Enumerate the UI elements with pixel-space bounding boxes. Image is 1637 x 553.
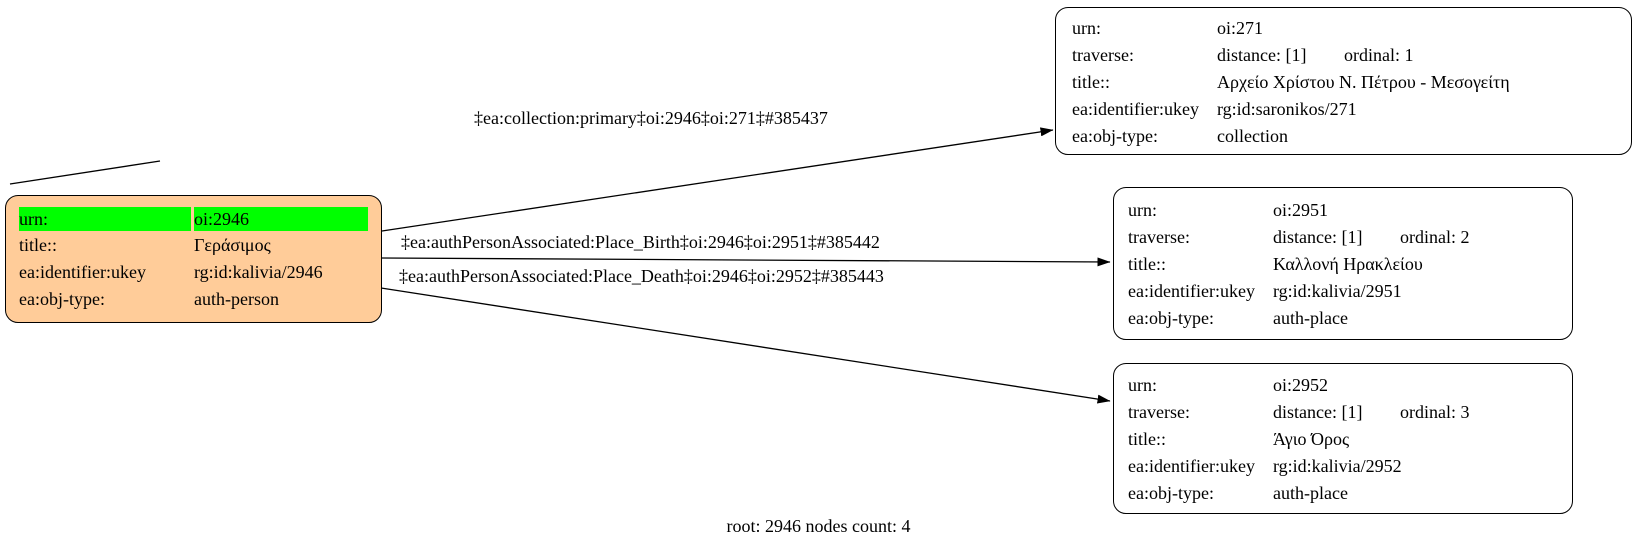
edge-collection-primary xyxy=(381,127,1054,232)
node-root-oi2946: urn: oi:2946 title:: Γεράσιμος ea:identi… xyxy=(5,195,382,323)
row-key: title:: xyxy=(1072,72,1110,92)
traverse-distance: distance: [1] xyxy=(1273,227,1363,247)
row-key: urn: xyxy=(1128,200,1157,220)
row-value: oi:2952 xyxy=(1273,375,1329,395)
node-row-traverse: traverse: distance: [1] ordinal: 2 xyxy=(1128,224,1558,251)
node-row-identifier: ea:identifier:ukey rg:id:kalivia/2946 xyxy=(19,259,368,286)
node-row-identifier: ea:identifier:ukey rg:id:saronikos/271 xyxy=(1072,96,1615,123)
edge-label-place-birth: ‡ea:authPersonAssociated:Place_Birth‡oi:… xyxy=(401,232,880,252)
node-oi2952: urn: oi:2952 traverse: distance: [1] ordi… xyxy=(1113,363,1573,514)
row-key: title:: xyxy=(1128,429,1166,449)
node-row-identifier: ea:identifier:ukey rg:id:kalivia/2952 xyxy=(1128,453,1558,480)
row-value: rg:id:kalivia/2952 xyxy=(1273,456,1402,476)
row-value: Γεράσιμος xyxy=(194,235,271,255)
row-value: oi:2946 xyxy=(194,206,368,231)
row-key: ea:obj-type: xyxy=(1128,483,1214,503)
node-row-title: title:: Γεράσιμος xyxy=(19,232,368,259)
node-row-urn: urn: oi:2946 xyxy=(19,205,368,232)
row-key: urn: xyxy=(1128,375,1157,395)
row-value: rg:id:saronikos/271 xyxy=(1217,99,1357,119)
row-value: rg:id:kalivia/2951 xyxy=(1273,281,1402,301)
node-row-objtype: ea:obj-type: collection xyxy=(1072,123,1615,150)
row-value: distance: [1] ordinal: 2 xyxy=(1273,224,1558,251)
node-row-traverse: traverse: distance: [1] ordinal: 1 xyxy=(1072,42,1615,69)
node-row-objtype: ea:obj-type: auth-person xyxy=(19,286,368,313)
row-value: collection xyxy=(1217,126,1288,146)
row-value: Αρχείο Χρίστου Ν. Πέτρου - Μεσογείτη xyxy=(1217,72,1510,92)
node-oi271: urn: oi:271 traverse: distance: [1] ordin… xyxy=(1055,7,1632,155)
node-row-traverse: traverse: distance: [1] ordinal: 3 xyxy=(1128,399,1558,426)
node-row-title: title:: Αρχείο Χρίστου Ν. Πέτρου - Μεσογ… xyxy=(1072,69,1615,96)
node-row-urn: urn: oi:2951 xyxy=(1128,197,1558,224)
node-oi2951: urn: oi:2951 traverse: distance: [1] ordi… xyxy=(1113,187,1573,340)
row-key: traverse: xyxy=(1128,227,1190,247)
node-row-urn: urn: oi:2952 xyxy=(1128,372,1558,399)
node-row-urn: urn: oi:271 xyxy=(1072,15,1615,42)
node-row-objtype: ea:obj-type: auth-place xyxy=(1128,305,1558,332)
edge-label-collection-primary: ‡ea:collection:primary‡oi:2946‡oi:271‡#3… xyxy=(474,108,828,128)
row-key: urn: xyxy=(19,206,191,231)
row-key: title:: xyxy=(19,235,57,255)
graph-footer-label: root: 2946 nodes count: 4 xyxy=(726,516,911,536)
node-row-title: title:: Καλλονή Ηρακλείου xyxy=(1128,251,1558,278)
traverse-ordinal: ordinal: 1 xyxy=(1344,45,1414,65)
traverse-distance: distance: [1] xyxy=(1273,402,1363,422)
row-key: ea:identifier:ukey xyxy=(1128,281,1255,301)
traverse-ordinal: ordinal: 2 xyxy=(1400,227,1470,247)
row-value: oi:2951 xyxy=(1273,200,1329,220)
row-key: ea:identifier:ukey xyxy=(19,262,146,282)
row-key: traverse: xyxy=(1072,45,1134,65)
row-key: ea:obj-type: xyxy=(1128,308,1214,328)
edge-place-birth xyxy=(380,257,1111,267)
row-key: ea:obj-type: xyxy=(1072,126,1158,146)
row-key: traverse: xyxy=(1128,402,1190,422)
row-key: title:: xyxy=(1128,254,1166,274)
row-key: ea:identifier:ukey xyxy=(1128,456,1255,476)
node-row-objtype: ea:obj-type: auth-place xyxy=(1128,480,1558,507)
row-value: auth-person xyxy=(194,289,279,309)
traverse-distance: distance: [1] xyxy=(1217,45,1307,65)
row-value: oi:271 xyxy=(1217,18,1264,38)
row-value: rg:id:kalivia/2946 xyxy=(194,262,323,282)
row-value: Καλλονή Ηρακλείου xyxy=(1273,254,1423,274)
edge-place-death xyxy=(380,287,1111,404)
row-key: ea:obj-type: xyxy=(19,289,105,309)
traverse-ordinal: ordinal: 3 xyxy=(1400,402,1470,422)
row-value: auth-place xyxy=(1273,308,1348,328)
row-key: urn: xyxy=(1072,18,1101,38)
row-value: auth-place xyxy=(1273,483,1348,503)
row-value: distance: [1] ordinal: 1 xyxy=(1217,42,1615,69)
node-row-identifier: ea:identifier:ukey rg:id:kalivia/2951 xyxy=(1128,278,1558,305)
row-value: Άγιο Όρος xyxy=(1273,429,1350,449)
row-key: ea:identifier:ukey xyxy=(1072,99,1199,119)
edge-label-place-death: ‡ea:authPersonAssociated:Place_Death‡oi:… xyxy=(399,266,884,286)
row-value: distance: [1] ordinal: 3 xyxy=(1273,399,1558,426)
clipped-edge-fragment xyxy=(9,160,161,185)
node-row-title: title:: Άγιο Όρος xyxy=(1128,426,1558,453)
